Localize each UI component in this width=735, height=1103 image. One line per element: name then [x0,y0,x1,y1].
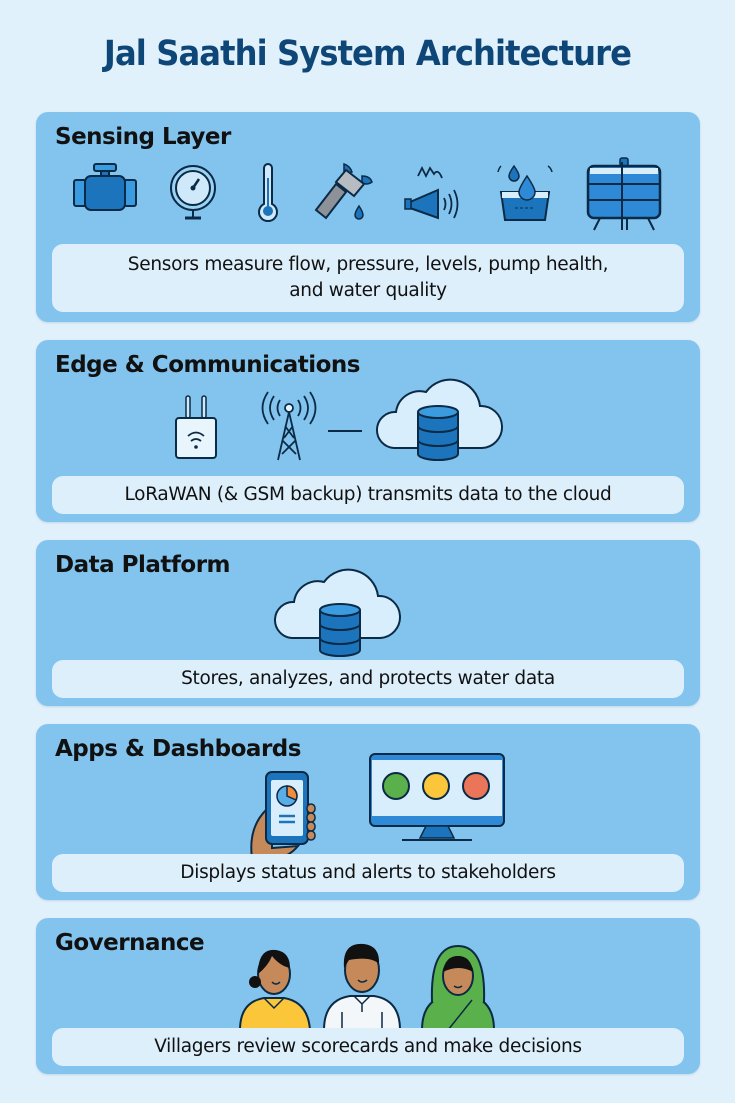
layer-description: Displays status and alerts to stakeholde… [52,854,684,892]
layer-data-platform: Data Platform Stores, analyzes, and prot… [36,540,700,706]
database-icon [319,603,361,657]
layer-governance: Governance Villagers review scorecards [36,918,700,1074]
storage-tank-icon [584,157,664,232]
water-quality-probe-icon [314,162,376,224]
cloud-database-icon [270,568,401,658]
page-title: Jal Saathi System Architecture [103,34,632,74]
water-level-basin-icon [496,162,554,224]
cell-tower-icon [260,391,318,462]
mobile-app-icon [244,770,326,859]
layer-title: Sensing Layer [55,124,231,150]
dashboard-monitor-icon [368,752,508,844]
status-light-green [382,772,410,800]
gateway-router-icon [174,395,218,460]
connection-line [328,430,362,432]
villager-man-icon [320,940,404,1031]
database-icon [417,405,459,461]
layer-edge-communications: Edge & Communications LoRaWAN (& G [36,340,700,522]
description-line: and water quality [289,280,447,301]
pressure-gauge-icon [168,164,218,222]
layer-description: LoRaWAN (& GSM backup) transmits data to… [52,476,684,514]
status-light-yellow [422,772,450,800]
layer-title: Governance [55,930,205,956]
layer-title: Edge & Communications [55,352,360,378]
description-line: Sensors measure flow, pressure, levels, … [127,254,609,276]
layer-title: Apps & Dashboards [55,736,301,762]
villager-woman-icon [236,944,314,1031]
status-light-red [462,772,490,800]
thermometer-icon [256,163,280,224]
acoustic-pump-sensor-icon [402,164,464,224]
layer-apps-dashboards: Apps & Dashboards Displays status and al [36,724,700,900]
cloud-database-icon [374,376,503,462]
layer-title: Data Platform [55,552,231,578]
layer-description: Villagers review scorecards and make dec… [52,1028,684,1066]
layer-sensing: Sensing Layer [36,112,700,322]
villager-woman-saree-icon [418,942,498,1031]
flow-meter-valve-icon [72,163,138,214]
layer-description: Stores, analyzes, and protects water dat… [52,660,684,698]
layer-description: Sensors measure flow, pressure, levels, … [52,244,684,312]
